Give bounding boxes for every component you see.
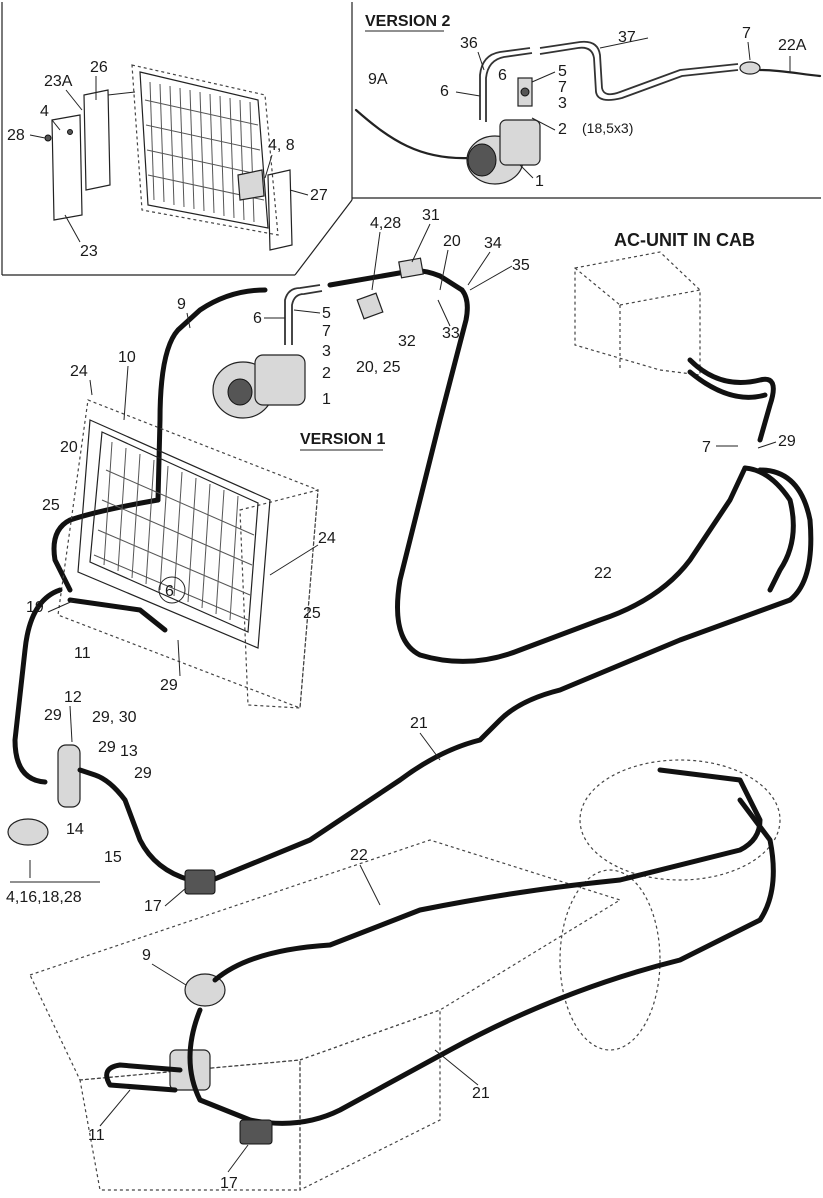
callout-24: 24 <box>70 363 88 380</box>
callout-11: 11 <box>74 645 91 662</box>
callout-11: 11 <box>88 1127 105 1144</box>
callout-4-8: 4, 8 <box>268 137 295 154</box>
version2-title: VERSION 2 <box>365 13 450 30</box>
cab-callouts: 7 29 22 <box>594 433 796 582</box>
callout-1: 1 <box>322 391 331 408</box>
callout-3: 3 <box>322 343 331 360</box>
callout-23a: 23A <box>44 73 73 90</box>
callout-2: 2 <box>558 121 567 138</box>
ac-unit-title: AC-UNIT IN CAB <box>614 230 755 250</box>
callout-13: 13 <box>120 743 138 760</box>
callout-22a: 22A <box>778 37 807 54</box>
callout-5: 5 <box>558 63 567 80</box>
version2-callouts: 36 37 7 22A 9A 6 6 5 7 3 2 (18,5x3) 1 <box>368 25 807 190</box>
callout-29: 29 <box>44 707 62 724</box>
chassis-drawing <box>29 759 781 1191</box>
callout-6: 6 <box>440 83 449 100</box>
callout-4: 4 <box>40 103 49 120</box>
callout-21: 21 <box>410 715 428 732</box>
callout-7b: 7 <box>558 79 567 96</box>
callout-17: 17 <box>220 1175 238 1192</box>
version1-title: VERSION 1 <box>300 431 385 448</box>
version1-callouts: 4,28 31 20 34 35 9 6 5 7 3 2 1 32 33 20,… <box>177 207 530 408</box>
callout-27: 27 <box>310 187 328 204</box>
lower-callouts: 21 22 9 21 11 17 <box>88 715 490 1192</box>
callout-6: 6 <box>165 583 174 600</box>
callout-34: 34 <box>484 235 502 252</box>
callout-6b: 6 <box>498 67 507 84</box>
inset-frames <box>1 2 821 276</box>
callout-35: 35 <box>512 257 530 274</box>
inset-condenser-drawing <box>44 64 293 251</box>
callout-28: 28 <box>7 127 25 144</box>
callout-23: 23 <box>80 243 98 260</box>
callout-6: 6 <box>253 310 262 327</box>
callout-25: 25 <box>42 497 60 514</box>
callout-17: 17 <box>144 898 162 915</box>
callout-7: 7 <box>702 439 711 456</box>
callout-14: 14 <box>66 821 84 838</box>
callout-9: 9 <box>142 947 151 964</box>
callout-20-25: 20, 25 <box>356 359 401 376</box>
callout-15: 15 <box>104 849 122 866</box>
condenser-callouts: 24 10 20 25 24 25 19 6 11 29 <box>26 349 336 694</box>
callout-29: 29 <box>778 433 796 450</box>
callout-2: 2 <box>322 365 331 382</box>
callout-4-28: 4,28 <box>370 215 401 232</box>
callout-21b: 21 <box>472 1085 490 1102</box>
callout-29-30: 29, 30 <box>92 709 137 726</box>
kit-label: 4,16,18,28 <box>6 889 82 906</box>
version1-drawing: VERSION 1 <box>51 257 748 664</box>
callout-19: 19 <box>26 599 44 616</box>
callout-25b: 25 <box>303 605 321 622</box>
callout-29b: 29 <box>98 739 116 756</box>
callout-3: 3 <box>558 95 567 112</box>
callout-10: 10 <box>118 349 136 366</box>
callout-9a: 9A <box>368 71 388 88</box>
callout-32: 32 <box>398 333 416 350</box>
callout-7: 7 <box>322 323 331 340</box>
callout-9: 9 <box>177 296 186 313</box>
drier-drawing <box>7 597 793 895</box>
callout-20: 20 <box>60 439 78 456</box>
callout-31: 31 <box>422 207 440 224</box>
callout-20: 20 <box>443 233 461 250</box>
callout-1: 1 <box>535 173 544 190</box>
callout-29c: 29 <box>134 765 152 782</box>
callout-36: 36 <box>460 35 478 52</box>
inset-left-callouts: 23A 26 4 28 4, 8 27 23 <box>7 59 328 260</box>
callout-5: 5 <box>322 305 331 322</box>
callout-24b: 24 <box>318 530 336 547</box>
condenser-drawing <box>12 399 319 785</box>
ac-unit-drawing: AC-UNIT IN CAB <box>574 230 814 603</box>
version2-drawing: VERSION 2 <box>354 13 822 185</box>
bracket-note: (18,5x3) <box>582 120 633 136</box>
callout-33: 33 <box>442 325 460 342</box>
callout-7: 7 <box>742 25 751 42</box>
callout-26: 26 <box>90 59 108 76</box>
callout-22: 22 <box>350 847 368 864</box>
callout-12: 12 <box>64 689 82 706</box>
callout-29: 29 <box>160 677 178 694</box>
drier-callouts: 12 29 29, 30 29 13 29 14 15 4,16,18,28 1… <box>6 689 187 915</box>
callout-22: 22 <box>594 565 612 582</box>
